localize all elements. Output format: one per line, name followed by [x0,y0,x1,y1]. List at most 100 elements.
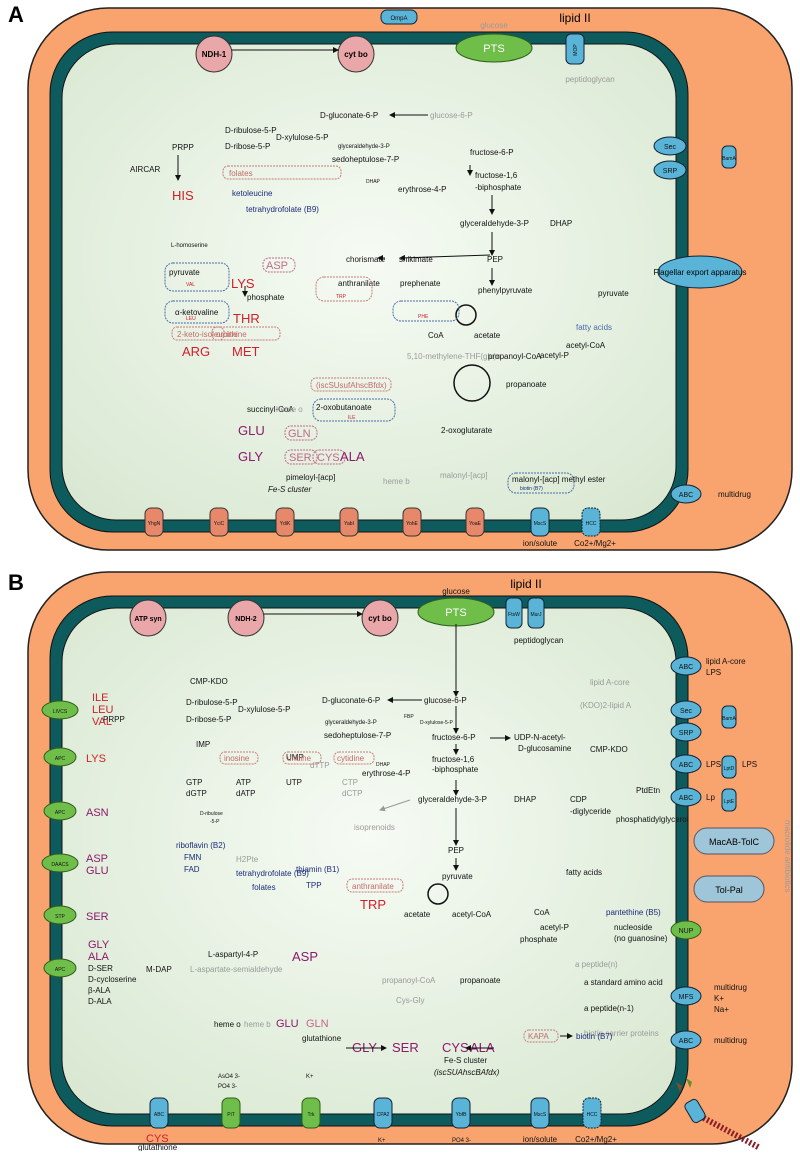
svg-text:HCC: HCC [586,521,597,527]
lptd-b: LptD [721,755,737,779]
svg-text:YohE: YohE [406,521,418,527]
svg-text:phenylpyruvate: phenylpyruvate [478,286,533,295]
svg-text:LPS: LPS [706,760,721,769]
svg-text:macrolide antibiotics: macrolide antibiotics [783,820,792,892]
svg-text:YhgN: YhgN [148,521,161,527]
svg-text:ion/solute: ion/solute [523,1135,558,1144]
svg-text:heme o: heme o [276,405,303,414]
svg-text:H2Pte: H2Pte [236,855,259,864]
svg-text:-biphosphate: -biphosphate [475,183,522,192]
svg-text:SRP: SRP [663,168,678,175]
lipid-ii-a: lipid II [559,11,590,25]
svg-text:GLU: GLU [238,423,265,438]
svg-text:FtsW: FtsW [508,612,520,618]
pts-b: PTS [417,597,495,627]
svg-text:D-ALA: D-ALA [88,997,112,1006]
svg-text:ABC: ABC [154,1112,165,1118]
svg-text:-diglyceride: -diglyceride [570,807,611,816]
svg-text:multidrug: multidrug [718,490,751,499]
svg-text:PRPP: PRPP [172,143,194,152]
svg-text:acetyl-P: acetyl-P [540,351,569,360]
svg-text:acetyl-CoA: acetyl-CoA [452,910,492,919]
svg-text:propanoyl-CoA: propanoyl-CoA [488,352,542,361]
svg-text:Flagellar export apparatus: Flagellar export apparatus [654,268,747,277]
svg-text:UTP: UTP [286,778,302,787]
svg-text:propanoyl-CoA: propanoyl-CoA [382,976,436,985]
svg-text:sedoheptulose-7-P: sedoheptulose-7-P [332,155,399,164]
svg-text:L-aspartate-semialdehyde: L-aspartate-semialdehyde [190,965,283,974]
svg-text:(no guanosine): (no guanosine) [614,934,668,943]
svg-text:YoaE: YoaE [469,521,481,527]
svg-text:D-ribose-5-P: D-ribose-5-P [186,715,231,724]
svg-text:CYS: CYS [146,1133,169,1145]
svg-text:PiT: PiT [227,1112,235,1118]
svg-text:fructose-6-P: fructose-6-P [432,733,476,742]
svg-text:GLU: GLU [86,865,109,877]
trk-transporter: Trk [301,1097,321,1129]
svg-text:(KDO)2-lipid A: (KDO)2-lipid A [580,701,632,710]
svg-text:malonyl-[acp]: malonyl-[acp] [440,471,488,480]
mfs-transporter: MFS [670,986,702,1006]
svg-text:inosine: inosine [224,754,250,763]
svg-text:PO4 3-: PO4 3- [452,1138,471,1144]
svg-text:K+: K+ [306,1074,314,1080]
svg-text:HIS: HIS [172,188,194,203]
cyt-bo-complex: cyt bo [337,35,375,73]
mscs-b: MscS [530,1097,550,1129]
svg-text:fatty acids: fatty acids [576,323,612,332]
svg-text:phosphate: phosphate [247,293,285,302]
svg-text:CDP: CDP [570,795,587,804]
svg-text:AsO4 3-: AsO4 3- [218,1074,240,1080]
svg-text:ketoleucine: ketoleucine [232,189,273,198]
svg-text:Fe-S cluster: Fe-S cluster [268,485,311,494]
svg-text:shikimate: shikimate [399,255,433,264]
svg-text:VAL: VAL [92,716,112,728]
svg-text:CoA: CoA [534,908,550,917]
svg-text:GLU: GLU [276,1018,299,1030]
svg-text:isoprenoids: isoprenoids [354,823,395,832]
svg-text:lipid II: lipid II [510,577,541,591]
svg-text:folates: folates [252,883,276,892]
panel-b-letter: B [8,570,24,595]
svg-text:LPS: LPS [742,760,757,769]
svg-text:DHAP: DHAP [376,762,391,768]
svg-text:heme b: heme b [244,1020,271,1029]
svg-text:D-gluconate-6-P: D-gluconate-6-P [322,696,380,705]
pit-transporter: PiT [221,1097,241,1129]
svg-text:Lp: Lp [706,793,715,802]
svg-text:a peptide(n-1): a peptide(n-1) [584,1004,634,1013]
svg-text:pyruvate: pyruvate [598,289,629,298]
svg-text:ABC: ABC [679,795,693,802]
svg-text:SRP: SRP [679,730,694,737]
svg-text:fructose-1,6: fructose-1,6 [475,171,518,180]
svg-text:UDP-N-acetyl-: UDP-N-acetyl- [514,733,566,742]
svg-text:chorismate: chorismate [346,255,386,264]
svg-text:GLN: GLN [306,1018,329,1030]
hcc-b: HCC [582,1097,602,1129]
svg-text:MurJ: MurJ [530,612,542,618]
svg-text:anthranilate: anthranilate [352,882,394,891]
apc-transporter-2: APC [43,801,77,821]
svg-text:MacAB-TolC: MacAB-TolC [709,837,760,847]
ndh2-complex: NDH-2 [227,599,265,637]
svg-text:AIRCAR: AIRCAR [130,165,160,174]
svg-text:GLN: GLN [288,428,311,440]
svg-text:folates: folates [229,169,253,178]
svg-text:CPA2: CPA2 [377,1112,390,1118]
svg-text:peptidoglycan: peptidoglycan [514,636,563,645]
svg-text:NDH-2: NDH-2 [235,616,256,623]
abc-lps: ABC [670,754,702,774]
svg-text:acetyl-CoA: acetyl-CoA [566,341,606,350]
svg-text:malonyl-[acp] methyl ester: malonyl-[acp] methyl ester [512,475,606,484]
ndh1-complex: NDH-1 [195,35,233,73]
svg-text:D-ribose-5-P: D-ribose-5-P [225,142,270,151]
svg-text:acetate: acetate [404,910,431,919]
svg-text:ABC: ABC [679,492,693,499]
pts-a: PTS [455,33,533,63]
svg-text:LEU: LEU [186,316,196,322]
svg-text:D-ribulose-5-P: D-ribulose-5-P [186,698,238,707]
svg-text:lipid A-core: lipid A-core [706,657,746,666]
svg-text:STP: STP [55,914,65,920]
svg-text:ASN: ASN [86,807,109,819]
svg-text:VAL: VAL [186,282,195,288]
